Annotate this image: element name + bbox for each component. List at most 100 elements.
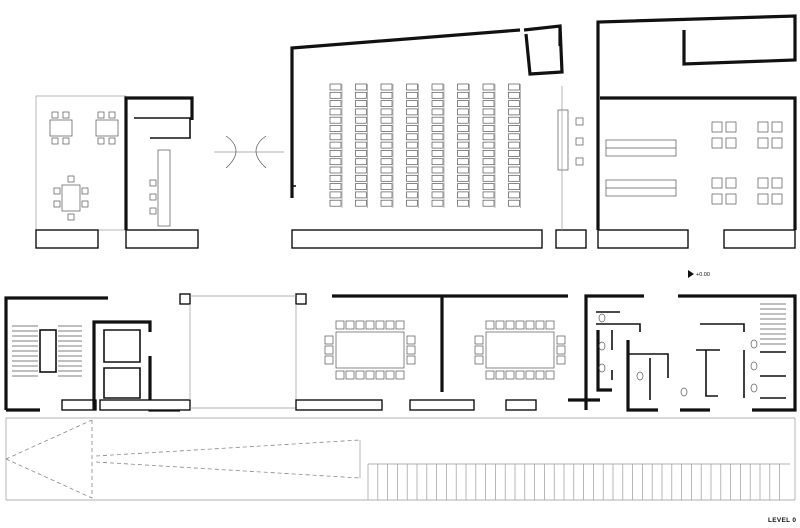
conference-chair [365, 370, 375, 380]
auditorium-seat [508, 108, 520, 116]
study-table [757, 193, 769, 205]
auditorium-seat [508, 199, 520, 207]
auditorium-seat [508, 83, 520, 91]
auditorium-seat [508, 100, 520, 107]
auditorium-seat [380, 133, 393, 141]
auditorium-seat [355, 158, 367, 166]
conference-chair [406, 355, 416, 365]
auditorium-seat [431, 100, 444, 107]
auditorium-seat [380, 158, 393, 166]
auditorium-seat [380, 125, 393, 132]
conference-table [335, 331, 405, 369]
conference-chair [365, 320, 375, 330]
auditorium-seat [355, 125, 367, 132]
auditorium-seat [457, 166, 469, 174]
auditorium-seat [355, 133, 367, 141]
conference-chair [385, 320, 395, 330]
conference-chair [324, 335, 334, 345]
stair-core [4, 296, 191, 412]
meeting-table-small [53, 175, 89, 221]
conference-chair [324, 345, 334, 355]
auditorium-seat [457, 199, 469, 207]
conference-chair [406, 335, 416, 345]
auditorium-seat [457, 174, 469, 182]
auditorium-seat [508, 174, 520, 182]
auditorium-seat [329, 141, 342, 149]
auditorium-seat [329, 199, 342, 207]
auditorium-seat [406, 199, 418, 207]
study-table [771, 177, 783, 189]
conference-chair [474, 345, 484, 355]
conference-chair [495, 370, 505, 380]
study-room [596, 14, 797, 249]
study-table [711, 121, 723, 133]
study-table [757, 121, 769, 133]
lecture-hall [290, 24, 587, 249]
auditorium-seat [508, 91, 520, 99]
auditorium-seat [406, 141, 418, 149]
conference-chair [485, 320, 495, 330]
auditorium-seat [406, 158, 418, 166]
auditorium-seat [457, 125, 469, 132]
toilet-fixtures [598, 313, 758, 397]
conference-chair [525, 370, 535, 380]
conference-chair [355, 320, 365, 330]
auditorium-seat [329, 100, 342, 107]
conference-chair [375, 370, 385, 380]
conference-chair [515, 370, 525, 380]
auditorium-seat [457, 100, 469, 107]
auditorium-seat [482, 150, 495, 157]
conference-chair [375, 320, 385, 330]
auditorium-seat [457, 141, 469, 149]
auditorium-seat [431, 116, 444, 124]
auditorium-seat [329, 91, 342, 99]
auditorium-seat [355, 83, 367, 91]
study-table [725, 193, 737, 205]
elevation-label: +0.00 [696, 272, 710, 278]
auditorium-seat [508, 158, 520, 166]
conference-chair [324, 355, 334, 365]
auditorium-seat [431, 183, 444, 190]
conference-table [485, 331, 555, 369]
auditorium-seat [431, 191, 444, 199]
auditorium-seat [380, 166, 393, 174]
office-room [35, 95, 127, 249]
conference-chair [515, 320, 525, 330]
auditorium-seat [482, 83, 495, 91]
auditorium-seat [406, 116, 418, 124]
auditorium-seat [508, 166, 520, 174]
study-table [771, 137, 783, 149]
auditorium-seat [457, 150, 469, 157]
auditorium-seat [431, 199, 444, 207]
auditorium-seat [406, 183, 418, 190]
ramp-steps [367, 463, 790, 500]
study-table [711, 193, 723, 205]
auditorium-seat [431, 108, 444, 116]
auditorium-seat [329, 133, 342, 141]
conference-chair [406, 345, 416, 355]
auditorium-seat [355, 91, 367, 99]
study-table [725, 177, 737, 189]
auditorium-seat [329, 108, 342, 116]
auditorium-seat [380, 83, 393, 91]
auditorium-seat [482, 158, 495, 166]
conference-chair [395, 370, 405, 380]
staircase-right [760, 303, 786, 345]
entrance-area [179, 293, 307, 409]
auditorium-seat [482, 100, 495, 107]
auditorium-seat [406, 133, 418, 141]
conference-chair [505, 370, 515, 380]
auditorium-seat [406, 83, 418, 91]
library-shelving [605, 139, 677, 197]
auditorium-seat [431, 174, 444, 182]
auditorium-seat [329, 183, 342, 190]
auditorium-seat [482, 191, 495, 199]
auditorium-seat [355, 108, 367, 116]
study-table [771, 121, 783, 133]
outdoor-ramp [5, 417, 796, 501]
study-table [771, 193, 783, 205]
service-core [124, 96, 199, 249]
conference-chair [535, 370, 545, 380]
auditorium-seat [329, 158, 342, 166]
